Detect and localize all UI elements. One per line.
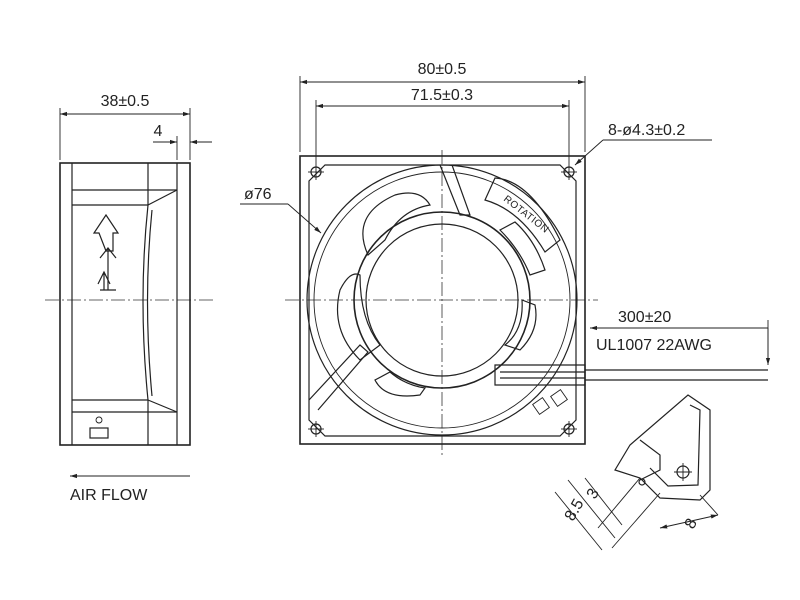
detail-dim-c: 8 — [682, 516, 701, 532]
airflow-label: AIR FLOW — [70, 487, 148, 504]
hub-outer — [353, 211, 531, 389]
side-flange-dim: 4 — [154, 123, 163, 140]
rotation-label-box — [484, 177, 561, 253]
fan-blades — [336, 192, 546, 397]
side-view: 38±0.5 4 AIR FLOW — [45, 93, 215, 504]
cable-length-dim: 300±20 — [618, 309, 671, 326]
cable-exit — [494, 364, 586, 386]
outer-size-dim: 80±0.5 — [418, 61, 467, 78]
rotation-label: ROTATION — [501, 194, 550, 236]
detail-dim-a: 8.5 — [562, 496, 588, 524]
airflow-arrow-icon — [92, 213, 120, 252]
side-label-patch — [89, 427, 109, 439]
hole-spacing-dim: 71.5±0.3 — [411, 87, 473, 104]
hole-dim: 8-ø4.3±0.2 — [608, 122, 685, 139]
hub-inner — [365, 223, 519, 377]
side-width-dim: 38±0.5 — [101, 93, 150, 110]
corner-detail-view: 8.5 3 8 — [554, 394, 719, 551]
mounting-holes — [308, 164, 577, 437]
side-body — [59, 162, 191, 446]
detail-outline — [614, 394, 711, 501]
venturi-circle — [306, 164, 578, 436]
cable-spec: UL1007 22AWG — [596, 337, 712, 354]
fan-frame — [299, 155, 586, 445]
diameter-dim: ø76 — [244, 186, 272, 203]
